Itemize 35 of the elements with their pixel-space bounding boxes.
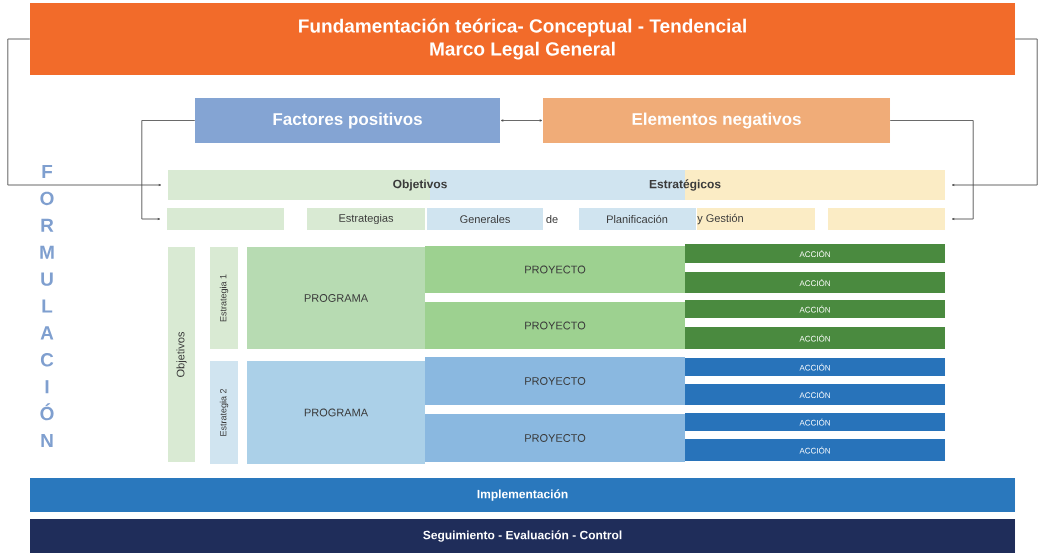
- action-bar: ACCIÓN: [685, 413, 945, 431]
- factor-box: Factores positivos: [195, 98, 500, 143]
- node-label: Estratégicos: [649, 179, 721, 191]
- arrow: [951, 38, 1038, 187]
- program-box: PROGRAMA: [247, 247, 425, 349]
- project-box: PROYECTO: [425, 246, 685, 293]
- node-label: y Gestión: [697, 213, 743, 225]
- program-box: PROGRAMA: [247, 361, 425, 464]
- action-bar: ACCIÓN: [685, 300, 945, 318]
- project-box: PROYECTO: [425, 357, 685, 405]
- node-label: Generales: [460, 214, 510, 224]
- implementation-band: Implementación: [30, 478, 1015, 512]
- action-bar: ACCIÓN: [685, 272, 945, 293]
- project-box: PROYECTO: [425, 414, 685, 462]
- node-label: de: [546, 214, 558, 224]
- action-bar: ACCIÓN: [685, 244, 945, 263]
- arrow: [7, 38, 162, 187]
- objectives-bar: Objetivos: [168, 247, 195, 462]
- arrow: [141, 120, 196, 221]
- arrow: [500, 119, 543, 122]
- action-bar: ACCIÓN: [685, 384, 945, 405]
- action-bar: ACCIÓN: [685, 358, 945, 376]
- project-box: PROYECTO: [425, 302, 685, 349]
- node-label: Planificación: [607, 214, 668, 224]
- action-bar: ACCIÓN: [685, 439, 945, 461]
- strategy-bar: Estrategia 1: [210, 247, 238, 349]
- arrow: [889, 120, 974, 221]
- factor-box: Elementos negativos: [543, 98, 890, 143]
- strategies-band: Estrategias Generales de Planificación y Gestión: [167, 208, 945, 230]
- control-band: Seguimiento - Evaluación - Control: [30, 519, 1015, 553]
- objectives-band: Objetivos Estratégicos: [168, 170, 945, 200]
- title-banner: Fundamentación teórica- Conceptual - Tendencial Marco Legal General: [30, 3, 1015, 75]
- vertical-label: FORMULACIÓN: [40, 164, 54, 448]
- strategy-bar: Estrategia 2: [210, 361, 238, 464]
- action-bar: ACCIÓN: [685, 327, 945, 349]
